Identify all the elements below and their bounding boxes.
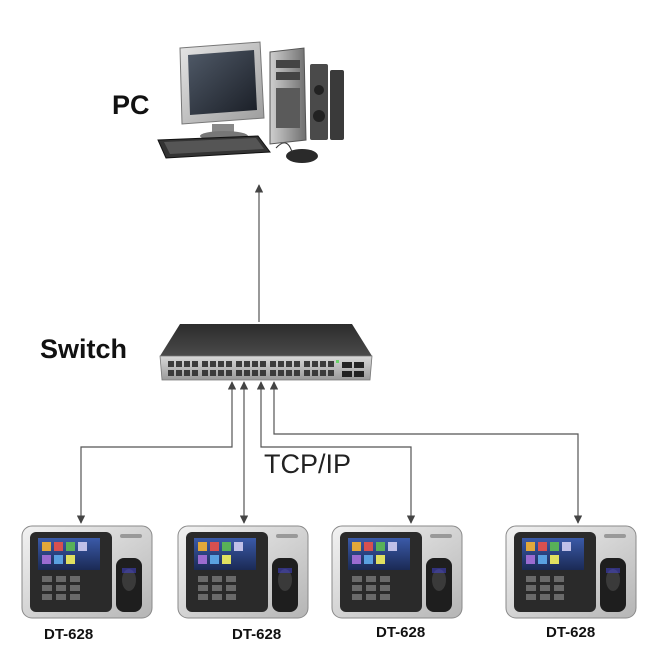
protocol-label: TCP/IP bbox=[264, 449, 352, 479]
link-switch-device-4 bbox=[269, 381, 583, 524]
network-switch-icon bbox=[159, 324, 373, 381]
device-icon-2 bbox=[177, 525, 309, 619]
device-icon-1 bbox=[21, 525, 153, 619]
device-icon-3 bbox=[331, 525, 463, 619]
switch-label: Switch bbox=[40, 334, 128, 364]
pc-icon bbox=[157, 41, 344, 163]
link-switch-device-1 bbox=[76, 381, 237, 524]
device-label-2: DT-628 bbox=[232, 626, 282, 643]
device-label-3: DT-628 bbox=[376, 624, 426, 641]
device-label-1: DT-628 bbox=[44, 626, 94, 643]
device-icon-4 bbox=[505, 525, 637, 619]
device-label-4: DT-628 bbox=[546, 624, 596, 641]
pc-label: PC bbox=[112, 90, 150, 120]
